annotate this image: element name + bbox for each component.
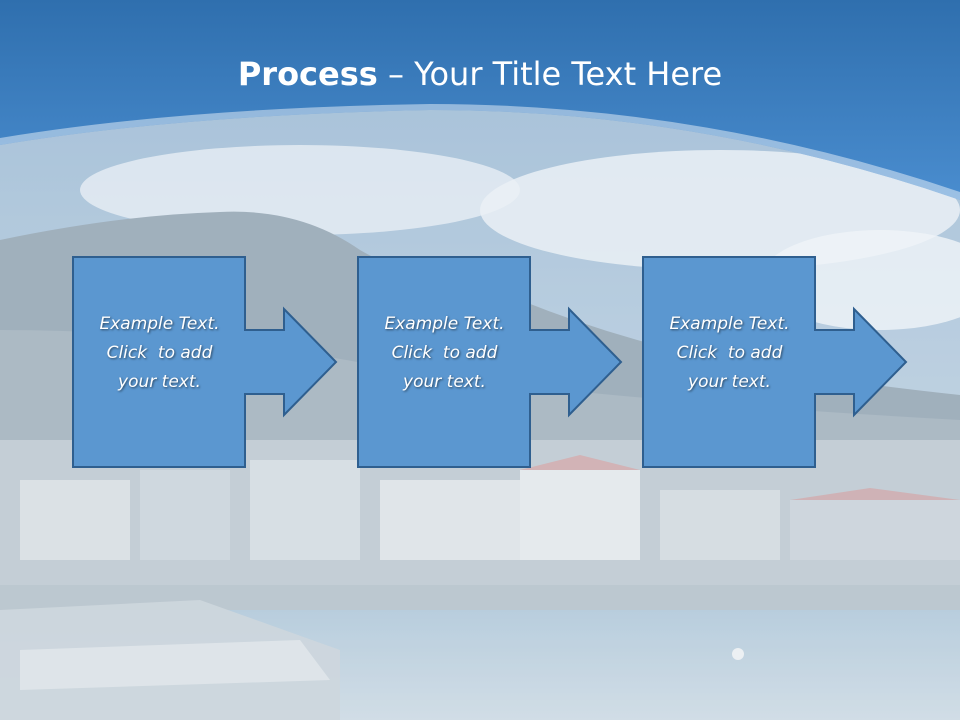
title-bold-word: Process (237, 55, 378, 93)
process-step-2[interactable]: Example Text. Click to add your text. (357, 256, 627, 468)
step-2-arrow-shape (357, 256, 623, 468)
step-3-text[interactable]: Example Text. Click to add your text. (642, 310, 817, 397)
step-3-line-2: Click to add (676, 343, 783, 363)
step-2-text[interactable]: Example Text. Click to add your text. (357, 310, 532, 397)
step-1-line-3: your text. (118, 372, 201, 392)
process-step-3[interactable]: Example Text. Click to add your text. (642, 256, 912, 468)
title-rest: – Your Title Text Here (377, 55, 723, 93)
step-2-line-1: Example Text. (384, 314, 505, 334)
slide-title[interactable]: Process – Your Title Text Here (0, 52, 960, 96)
step-3-line-3: your text. (688, 372, 771, 392)
process-step-1[interactable]: Example Text. Click to add your text. (72, 256, 342, 468)
step-1-line-2: Click to add (106, 343, 213, 363)
step-1-arrow-shape (72, 256, 338, 468)
step-2-line-3: your text. (403, 372, 486, 392)
step-3-line-1: Example Text. (669, 314, 790, 334)
step-3-arrow-shape (642, 256, 908, 468)
step-1-text[interactable]: Example Text. Click to add your text. (72, 310, 247, 397)
step-1-line-1: Example Text. (99, 314, 220, 334)
step-2-line-2: Click to add (391, 343, 498, 363)
